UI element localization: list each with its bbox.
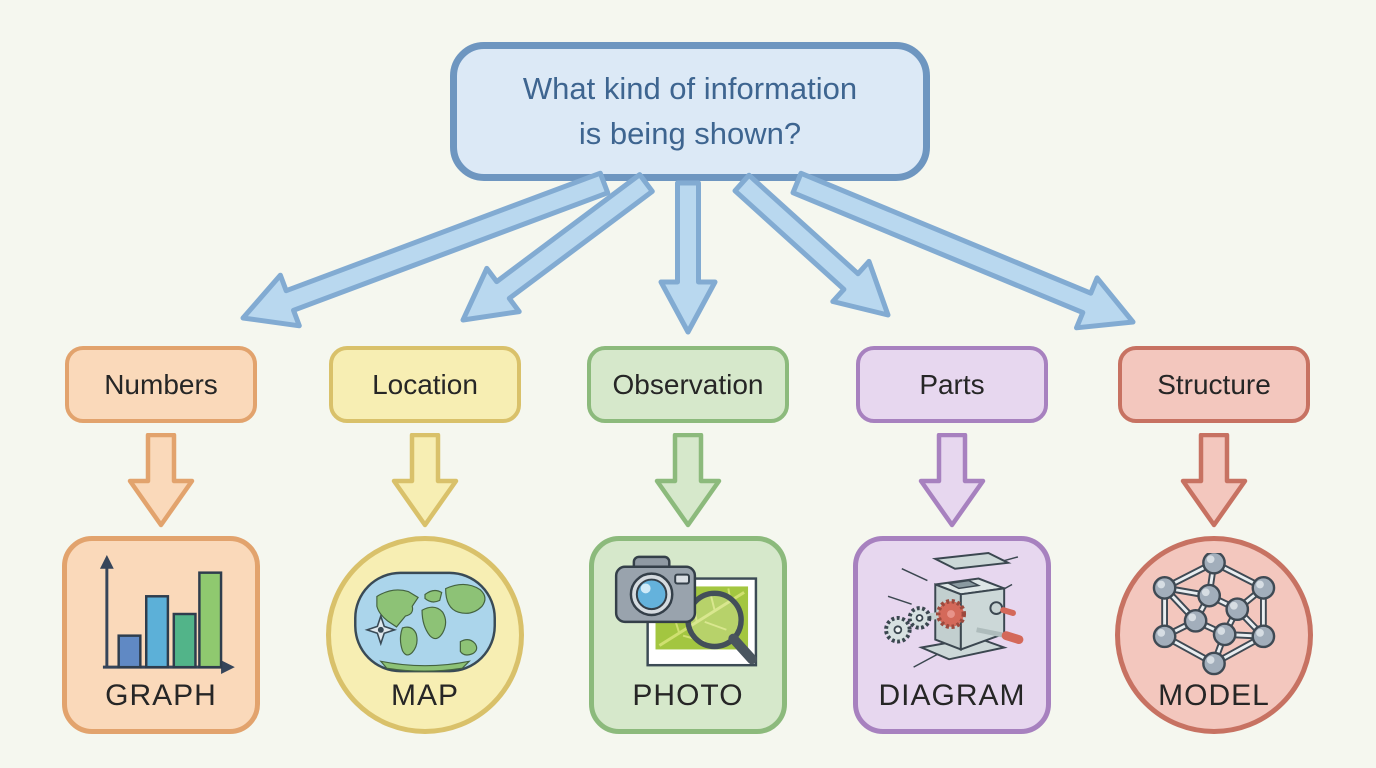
fan-arrow-to-parts	[732, 172, 891, 318]
category-box-numbers: Numbers	[65, 346, 257, 423]
bar-chart-icon	[99, 554, 235, 675]
result-tile-graph: GRAPH	[62, 536, 260, 734]
branch-location: Location MAP	[305, 346, 545, 734]
exploded-machine-icon	[884, 551, 1024, 668]
fan-arrow-to-structure	[790, 170, 1136, 331]
fan-arrow-to-numbers	[240, 170, 611, 329]
result-tile-map: MAP	[326, 536, 524, 734]
result-label-graph: GRAPH	[105, 679, 217, 712]
result-label-map: MAP	[390, 679, 459, 712]
category-label-location: Location	[372, 368, 478, 400]
category-label-parts: Parts	[919, 368, 985, 400]
down-arrow-location	[391, 433, 459, 528]
category-label-numbers: Numbers	[104, 368, 218, 400]
down-arrow-numbers	[127, 433, 195, 528]
world-map-icon	[354, 571, 496, 673]
fan-arrow-to-location	[460, 172, 655, 323]
question-box: What kind of information is being shown?	[450, 42, 930, 181]
fan-arrow-to-observation	[658, 180, 718, 335]
category-box-location: Location	[329, 346, 521, 423]
result-label-model: MODEL	[1158, 679, 1270, 712]
result-tile-photo: PHOTO	[589, 536, 787, 734]
result-tile-diagram: DIAGRAM	[853, 536, 1051, 734]
down-arrow-observation	[654, 433, 722, 528]
branch-observation: Observation PHOTO	[568, 346, 808, 734]
down-arrow-parts	[918, 433, 986, 528]
category-box-observation: Observation	[586, 346, 790, 423]
branch-parts: Parts	[832, 346, 1072, 734]
down-arrow-structure	[1180, 433, 1248, 528]
result-label-photo: PHOTO	[632, 679, 744, 712]
category-label-observation: Observation	[612, 368, 764, 400]
result-tile-model: MODEL	[1115, 536, 1313, 734]
branch-numbers: Numbers GRAPH	[41, 346, 281, 734]
molecule-model-icon	[1152, 553, 1276, 676]
category-box-structure: Structure	[1118, 346, 1310, 423]
result-label-diagram: DIAGRAM	[878, 679, 1026, 712]
branch-structure: Structure MODEL	[1094, 346, 1334, 734]
question-text-line1: What kind of information	[522, 71, 858, 107]
question-text-line2: is being shown?	[578, 115, 802, 151]
category-label-structure: Structure	[1157, 368, 1271, 400]
category-box-parts: Parts	[856, 346, 1048, 423]
camera-photo-icon	[614, 555, 758, 667]
